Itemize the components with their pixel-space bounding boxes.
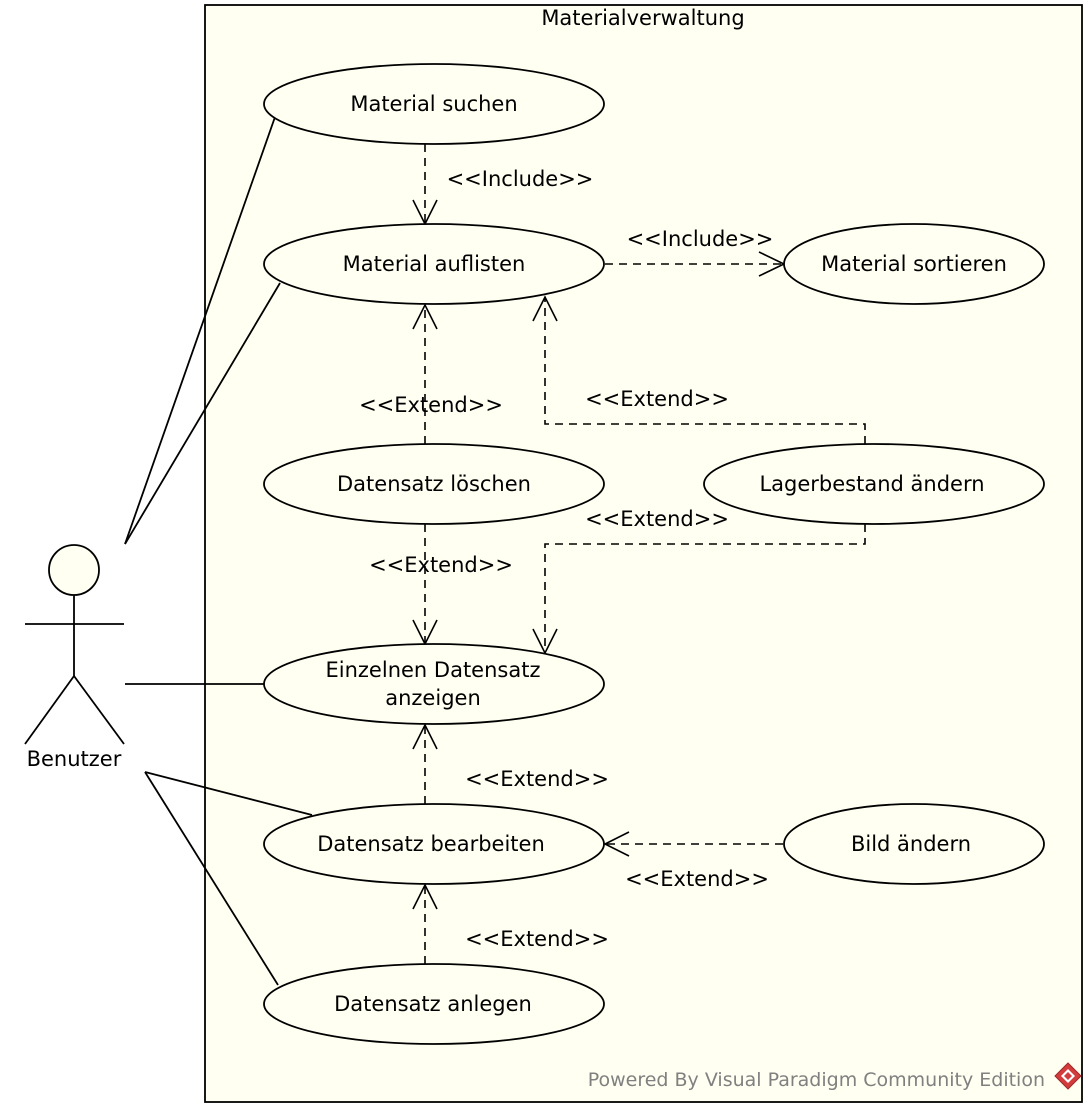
arrowhead-loeschen-auflisten	[412, 303, 438, 330]
label-bearbeiten-extend-einzeln: <<Extend>>	[465, 767, 609, 791]
arrowhead-anlegen-bearbeiten	[412, 883, 438, 910]
use-case-label-line1: Einzelnen Datensatz	[326, 658, 541, 682]
use-case-material-sortieren[interactable]: Material sortieren	[783, 223, 1045, 305]
association-datensatz-anlegen	[144, 771, 279, 986]
actor-label: Benutzer	[27, 747, 122, 771]
use-case-datensatz-loeschen[interactable]: Datensatz löschen	[263, 443, 605, 525]
use-case-shape	[703, 443, 1045, 525]
use-case-label: Material sortieren	[821, 252, 1007, 276]
arrowhead-bearbeiten-einzeln	[412, 723, 438, 750]
label-loeschen-extend-auflisten: <<Extend>>	[359, 393, 503, 417]
use-case-shape	[263, 443, 605, 525]
use-case-label: Datensatz anlegen	[334, 992, 532, 1016]
system-title: Materialverwaltung	[541, 6, 744, 30]
system-boundary: Materialverwaltung	[204, 4, 1083, 1103]
use-case-shape	[263, 963, 605, 1045]
use-case-shape	[783, 803, 1045, 885]
association-material-auflisten	[124, 282, 281, 545]
use-case-material-suchen[interactable]: Material suchen	[263, 63, 605, 145]
use-case-einzelnen-datensatz-anzeigen[interactable]: Einzelnen Datensatz anzeigen	[263, 643, 605, 725]
use-case-label: Material auflisten	[343, 252, 526, 276]
relationship-labels: <<Include>> <<Include>> <<Extend>> <<Ext…	[359, 167, 773, 951]
association-material-suchen	[124, 116, 276, 545]
use-case-label: Bild ändern	[851, 832, 971, 856]
dependency-lagerbestand-einzeln	[544, 524, 866, 653]
use-case-material-auflisten[interactable]: Material auflisten	[263, 223, 605, 305]
use-case-label: Material suchen	[350, 92, 517, 116]
arrowhead-lagerbestand-auflisten	[532, 295, 558, 322]
arrowhead-bild-bearbeiten	[603, 831, 630, 857]
associations	[124, 116, 313, 986]
dependencies	[412, 144, 866, 964]
label-suchen-include-auflisten: <<Include>>	[447, 167, 594, 191]
label-lagerbestand-extend-auflisten: <<Extend>>	[585, 387, 729, 411]
actor-benutzer[interactable]: Benutzer	[24, 544, 125, 771]
visual-paradigm-logo-icon	[1054, 1062, 1082, 1090]
use-case-datensatz-anlegen[interactable]: Datensatz anlegen	[263, 963, 605, 1045]
use-case-lagerbestand-aendern[interactable]: Lagerbestand ändern	[703, 443, 1045, 525]
use-case-label-line2: anzeigen	[385, 686, 481, 710]
label-loeschen-extend-einzeln: <<Extend>>	[369, 553, 513, 577]
use-case-label: Datensatz löschen	[337, 472, 531, 496]
watermark: Powered By Visual Paradigm Community Edi…	[588, 1062, 1082, 1091]
watermark-text: Powered By Visual Paradigm Community Edi…	[588, 1069, 1045, 1091]
use-case-shape	[263, 803, 605, 885]
use-case-shape	[263, 63, 605, 145]
use-case-datensatz-bearbeiten[interactable]: Datensatz bearbeiten	[263, 803, 605, 885]
label-anlegen-extend-bearbeiten: <<Extend>>	[465, 927, 609, 951]
use-case-shape	[783, 223, 1045, 305]
label-bild-extend-bearbeiten: <<Extend>>	[625, 867, 769, 891]
actor-head	[48, 544, 100, 596]
actor-right-leg	[73, 675, 125, 745]
actor-left-leg	[24, 675, 75, 745]
use-case-label: Lagerbestand ändern	[759, 472, 984, 496]
association-datensatz-bearbeiten	[144, 771, 313, 816]
use-case-label: Datensatz bearbeiten	[317, 832, 545, 856]
label-lagerbestand-extend-einzeln: <<Extend>>	[585, 507, 729, 531]
use-case-shape	[263, 223, 605, 305]
label-auflisten-include-sortieren: <<Include>>	[627, 227, 774, 251]
system-boundary-box	[204, 4, 1083, 1103]
use-case-bild-aendern[interactable]: Bild ändern	[783, 803, 1045, 885]
use-case-shape	[263, 643, 605, 725]
